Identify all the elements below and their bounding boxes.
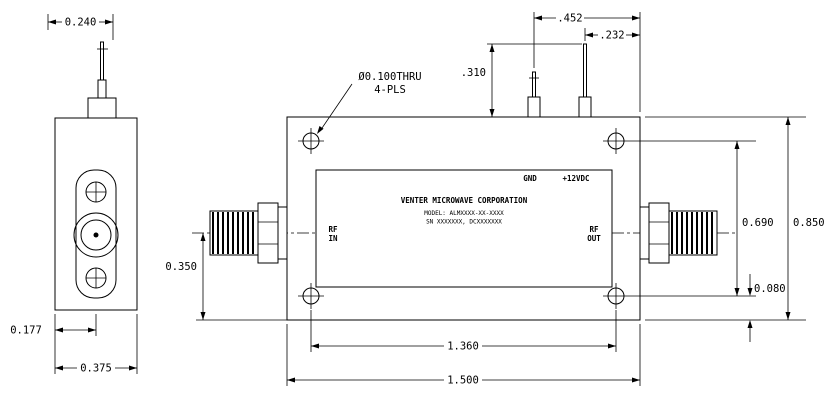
- mounting-hole-top-right: [603, 128, 629, 154]
- dim-hole-span-horizontal: 1.360: [310, 310, 617, 353]
- model-line: MODEL: ALMXXXX-XX-XXXX: [424, 210, 504, 217]
- power-label: +12VDC: [562, 174, 589, 183]
- label-plate: GND +12VDC VENTER MICROWAVE CORPORATION …: [315, 169, 613, 288]
- arrowhead: [88, 327, 96, 333]
- hex-nut: [257, 202, 279, 264]
- dim-pin-height: .310: [461, 43, 582, 117]
- end-view-connector-face: [73, 169, 119, 299]
- pin-shaft: [583, 43, 587, 98]
- arrowhead: [311, 343, 319, 349]
- dim-center-to-bottom: 0.350: [165, 233, 287, 321]
- coax-center-pin: [93, 232, 99, 238]
- front-view: GND +12VDC VENTER MICROWAVE CORPORATION …: [165, 12, 825, 387]
- arrowhead: [632, 15, 640, 21]
- pin-base: [97, 79, 107, 99]
- rf-in-label-1: RF: [328, 225, 338, 234]
- dim-text: 0.177: [10, 325, 42, 337]
- dim-text: .452: [557, 13, 582, 25]
- leader-line: [319, 83, 353, 132]
- label-plate-outline: [315, 169, 613, 288]
- serial-line: SN XXXXXXX, DCXXXXXXX: [426, 219, 502, 226]
- rf-out-label-2: OUT: [587, 234, 601, 243]
- dim-text: 1.500: [447, 375, 479, 387]
- dim-end-total-width: 0.375: [54, 314, 138, 375]
- arrowhead: [632, 32, 640, 38]
- screw-bottom: [85, 267, 107, 289]
- dim-end-top-width: 0.240: [47, 14, 114, 40]
- dim-text: .310: [461, 67, 486, 79]
- hole-callout-diameter: Ø0.100THRU: [358, 71, 421, 83]
- arrowhead: [48, 19, 56, 25]
- arrowhead: [489, 109, 495, 117]
- power-pin: [578, 43, 592, 118]
- hex-nut: [648, 202, 670, 264]
- hole-callout-places: 4-PLS: [374, 84, 406, 96]
- arrowhead: [747, 288, 753, 296]
- arrowhead: [608, 343, 616, 349]
- arrowhead: [585, 32, 593, 38]
- pin-shaft: [100, 41, 104, 81]
- dim-power-pin-position: .232: [584, 28, 640, 42]
- mounting-hole-top-left: [298, 128, 324, 154]
- coax-inner-ring: [80, 219, 112, 251]
- dim-end-edge-to-center: 0.177: [10, 314, 97, 337]
- dim-text: 0.690: [742, 217, 774, 229]
- mounting-hole-bottom-right: [603, 283, 629, 309]
- dim-text: 0.850: [793, 217, 825, 229]
- dim-body-width: 1.500: [286, 324, 641, 387]
- rf-in-label-2: IN: [328, 234, 338, 243]
- arrowhead: [747, 320, 753, 328]
- sma-connector-left: [209, 202, 288, 264]
- dim-text: 0.080: [754, 283, 786, 295]
- arrowhead: [129, 365, 137, 371]
- arrowhead: [534, 15, 542, 21]
- arrowhead: [489, 44, 495, 52]
- pin-shaft: [532, 71, 536, 98]
- sma-connector-right: [639, 202, 718, 264]
- dim-text: 0.375: [80, 363, 112, 375]
- dim-text: .232: [599, 30, 624, 42]
- dim-text: 0.350: [165, 261, 197, 273]
- end-view-pin: [87, 41, 117, 119]
- dim-hole-span-vertical: 0.690: [629, 140, 774, 297]
- connector-flange-outline: [75, 169, 117, 299]
- mounting-hole-bottom-left: [298, 283, 324, 309]
- screw-top: [85, 181, 107, 203]
- arrowhead: [317, 126, 324, 134]
- dim-gnd-pin-position: .452: [533, 12, 641, 112]
- arrowhead: [200, 312, 206, 320]
- pin-collar: [578, 96, 592, 118]
- arrowhead: [632, 377, 640, 383]
- coax-outer-ring: [73, 212, 119, 258]
- arrowhead: [785, 117, 791, 125]
- arrowhead: [287, 377, 295, 383]
- dim-text: 1.360: [447, 341, 479, 353]
- connector-flange: [277, 206, 288, 260]
- gnd-label: GND: [523, 174, 537, 183]
- gnd-pin: [527, 71, 541, 118]
- hole-callout: Ø0.100THRU 4-PLS: [317, 71, 422, 134]
- arrowhead: [734, 141, 740, 149]
- dim-body-height: 0.850: [645, 116, 825, 321]
- arrowhead: [200, 233, 206, 241]
- arrowhead: [105, 19, 113, 25]
- pin-mount-block: [87, 97, 117, 119]
- arrowhead: [55, 365, 63, 371]
- connector-flange: [639, 206, 650, 260]
- arrowhead: [785, 312, 791, 320]
- dim-hole-to-edge: 0.080: [747, 274, 786, 342]
- pin-collar: [527, 96, 541, 118]
- arrowhead: [55, 327, 63, 333]
- coax-connector: [73, 212, 119, 258]
- end-view: 0.240 0.177 0.375: [10, 14, 138, 375]
- arrowhead: [734, 288, 740, 296]
- dim-text: 0.240: [65, 17, 97, 29]
- rf-out-label-1: RF: [589, 225, 599, 234]
- company-name: VENTER MICROWAVE CORPORATION: [401, 196, 528, 205]
- end-view-body: [54, 117, 138, 311]
